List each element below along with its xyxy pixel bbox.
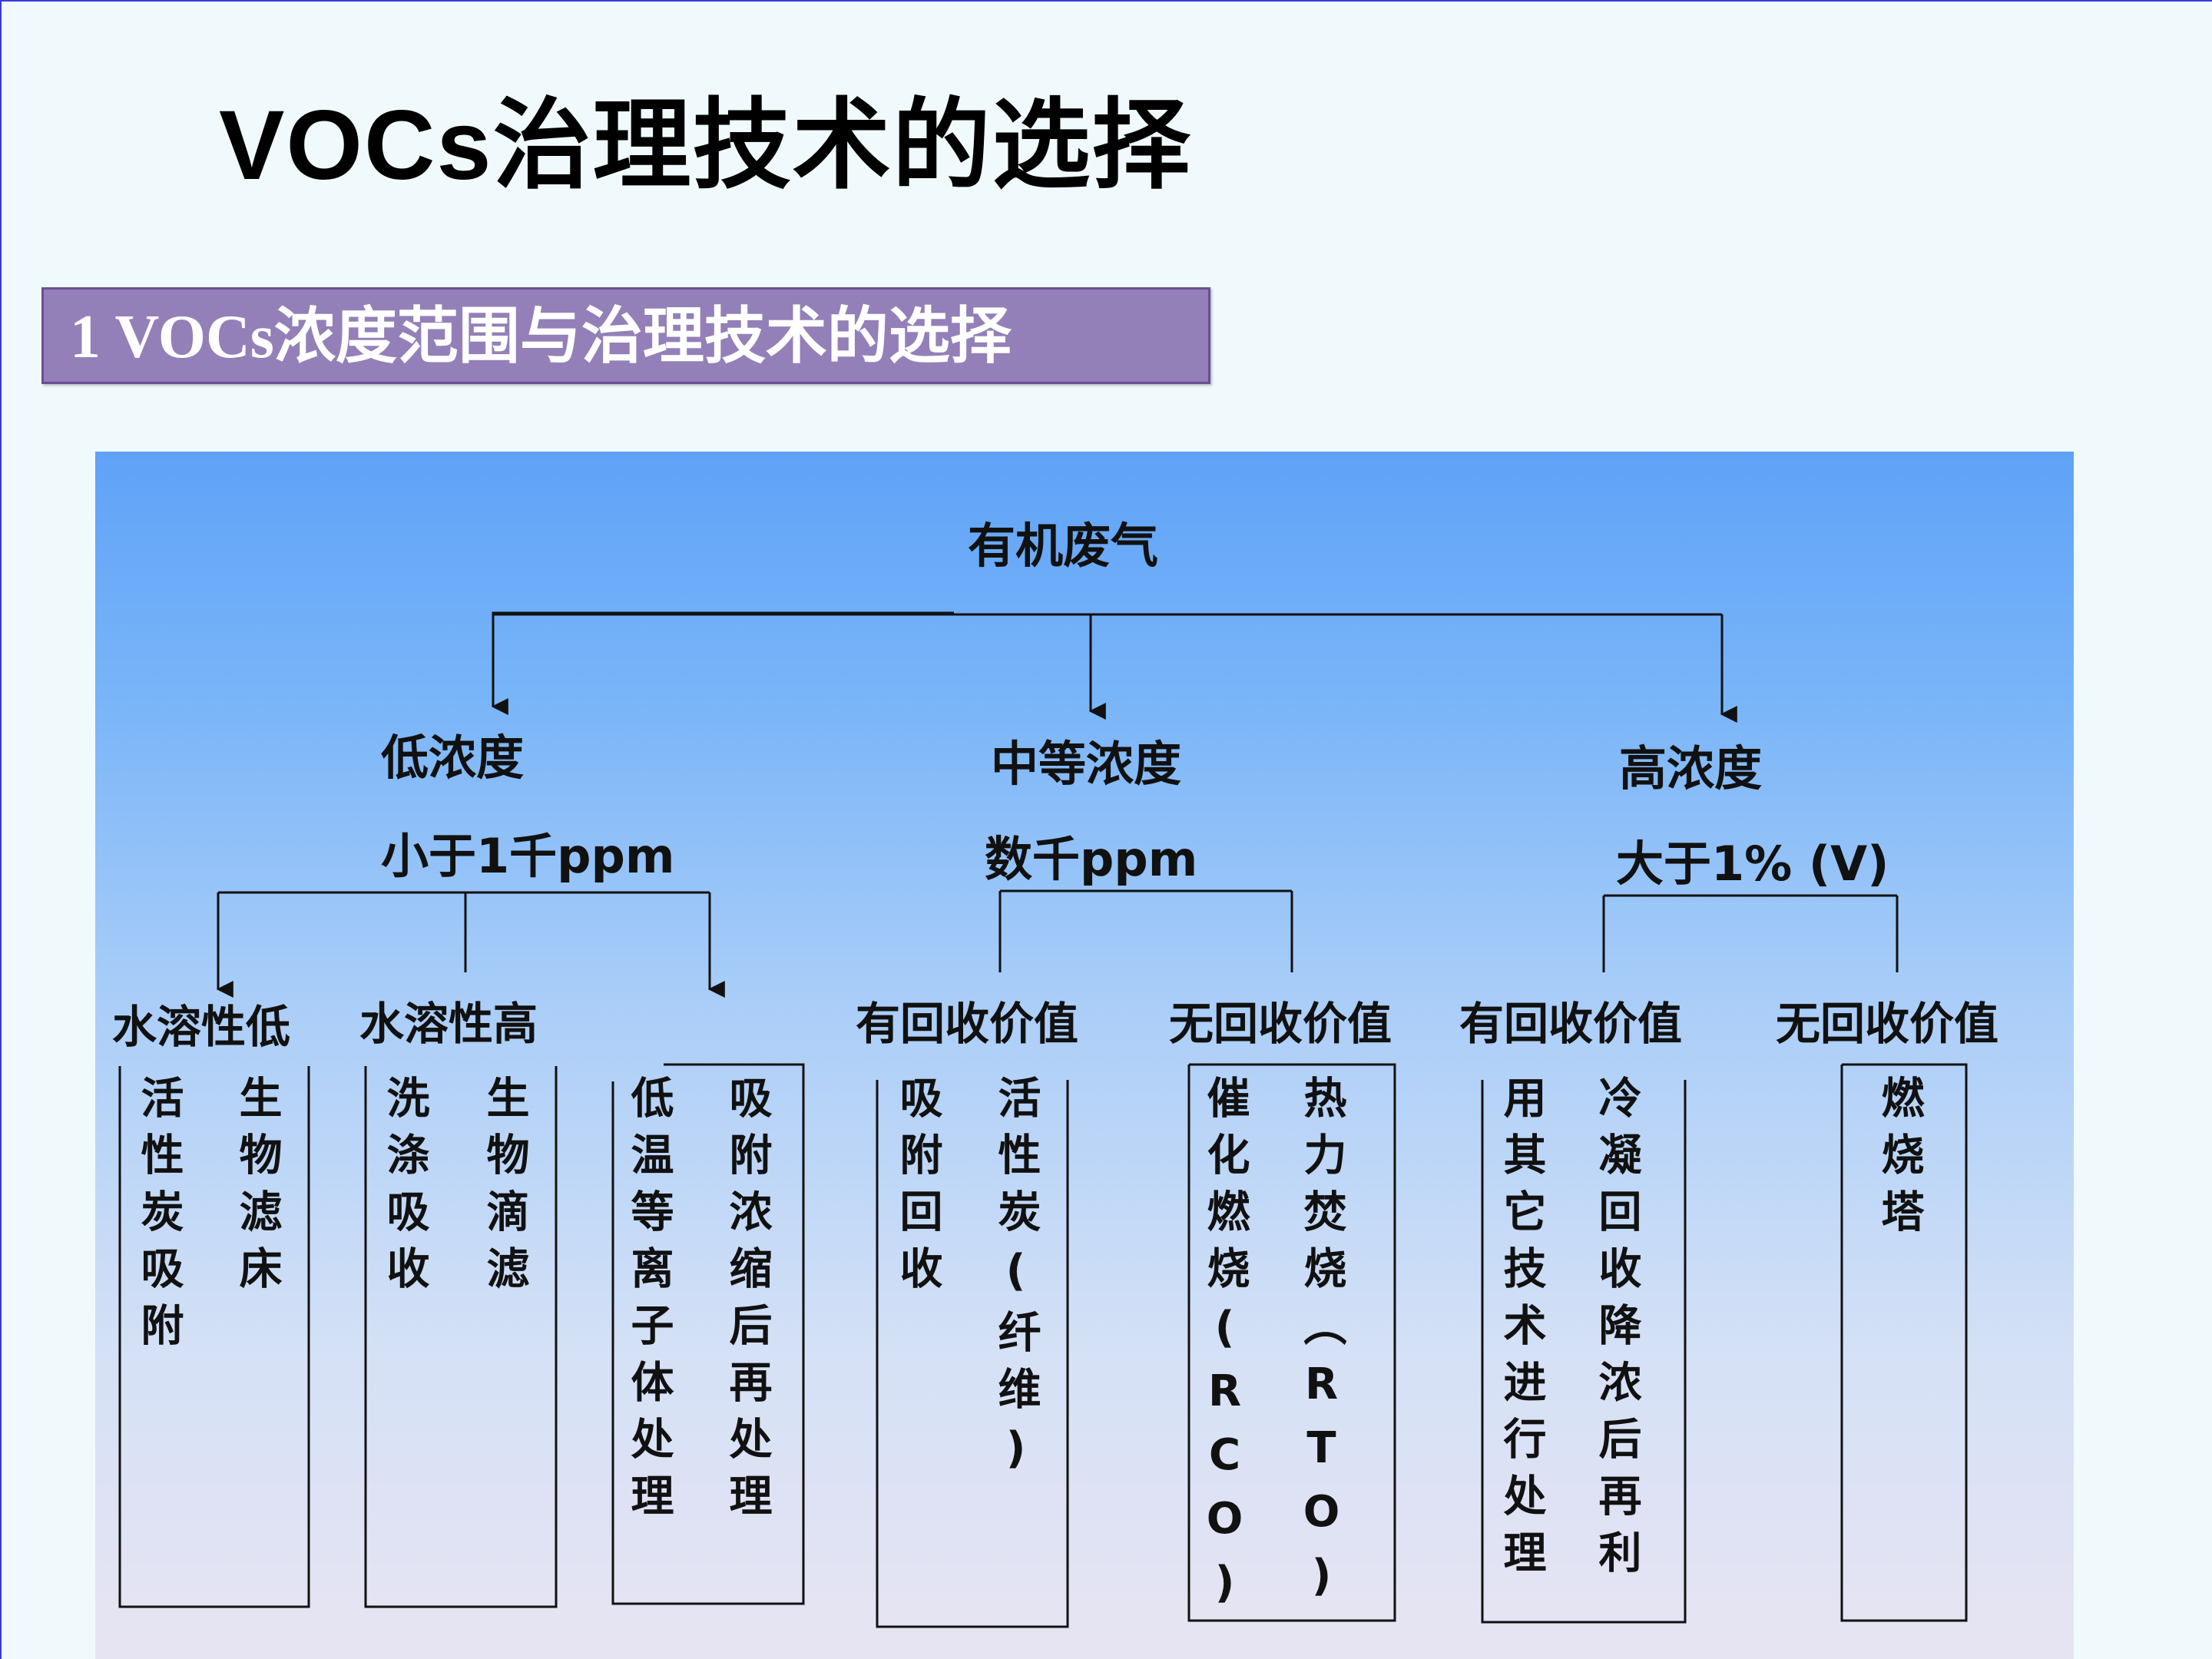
leaf-bracket-2	[364, 1066, 558, 1608]
leaf-bracket-3	[611, 1063, 805, 1605]
leaf-adsorption-concentration: 吸附浓缩后再处理	[722, 1075, 772, 1530]
leaf-bracket-1	[118, 1066, 310, 1608]
section-header-label: 1 VOCs浓度范围与治理技术的选择	[70, 303, 1012, 371]
slide-title: VOCs治理技术的选择	[219, 91, 1192, 200]
mid-range: 数千ppm	[985, 831, 1198, 887]
leaf-scrubbing: 洗涤吸收	[379, 1075, 429, 1303]
leaf-bracket-4	[876, 1080, 1069, 1628]
leaf-condensation: 冷凝回收降浓后再利	[1591, 1075, 1641, 1587]
leaf-flare: 燃烧塔	[1874, 1075, 1924, 1246]
leaf-activated-carbon: 活性炭吸附	[134, 1075, 184, 1359]
leaf-adsorption-recovery: 吸附回收	[892, 1075, 942, 1303]
section-header-bar: 1 VOCs浓度范围与治理技术的选择	[41, 287, 1210, 384]
high-child-1-label: 有回收价值	[1459, 998, 1683, 1050]
leaf-plasma: 低温等离子体处理	[624, 1075, 674, 1530]
high-label: 高浓度	[1619, 740, 1763, 796]
high-child-2-label: 无回收价值	[1776, 998, 1999, 1050]
leaf-biotrickling: 生物滴滤	[479, 1075, 529, 1303]
high-range: 大于1% (V)	[1616, 836, 1889, 892]
tree-diagram: 有机废气 低浓度 中等浓度 高浓度 小于1千ppm 数千ppm 大于1% (V)…	[95, 452, 2074, 1659]
leaf-activated-carbon-fiber: 活性炭(纤维)	[991, 1075, 1041, 1487]
leaf-biofilter: 生物滤床	[232, 1075, 282, 1303]
mid-label: 中等浓度	[991, 736, 1182, 792]
leaf-bracket-5	[1187, 1063, 1396, 1622]
root-bracket	[492, 611, 954, 659]
low-child-2-label: 水溶性高	[359, 998, 538, 1050]
mid-child-2-label: 无回收价值	[1169, 998, 1392, 1050]
leaf-bracket-7	[1840, 1063, 1968, 1622]
low-range: 小于1千ppm	[381, 828, 675, 884]
leaf-rto: 热力焚烧（RTO)	[1296, 1075, 1346, 1614]
leaf-other-tech: 用其它技术进行处理	[1496, 1075, 1546, 1587]
leaf-rco: 催化燃烧(RCO)	[1200, 1075, 1250, 1621]
mid-child-1-label: 有回收价值	[856, 998, 1079, 1050]
root-node: 有机废气	[968, 518, 1159, 574]
leaf-bracket-6	[1481, 1080, 1687, 1624]
connector-lines	[118, 611, 1968, 1628]
low-child-1-label: 水溶性低	[112, 1001, 291, 1053]
low-label: 低浓度	[381, 730, 525, 786]
